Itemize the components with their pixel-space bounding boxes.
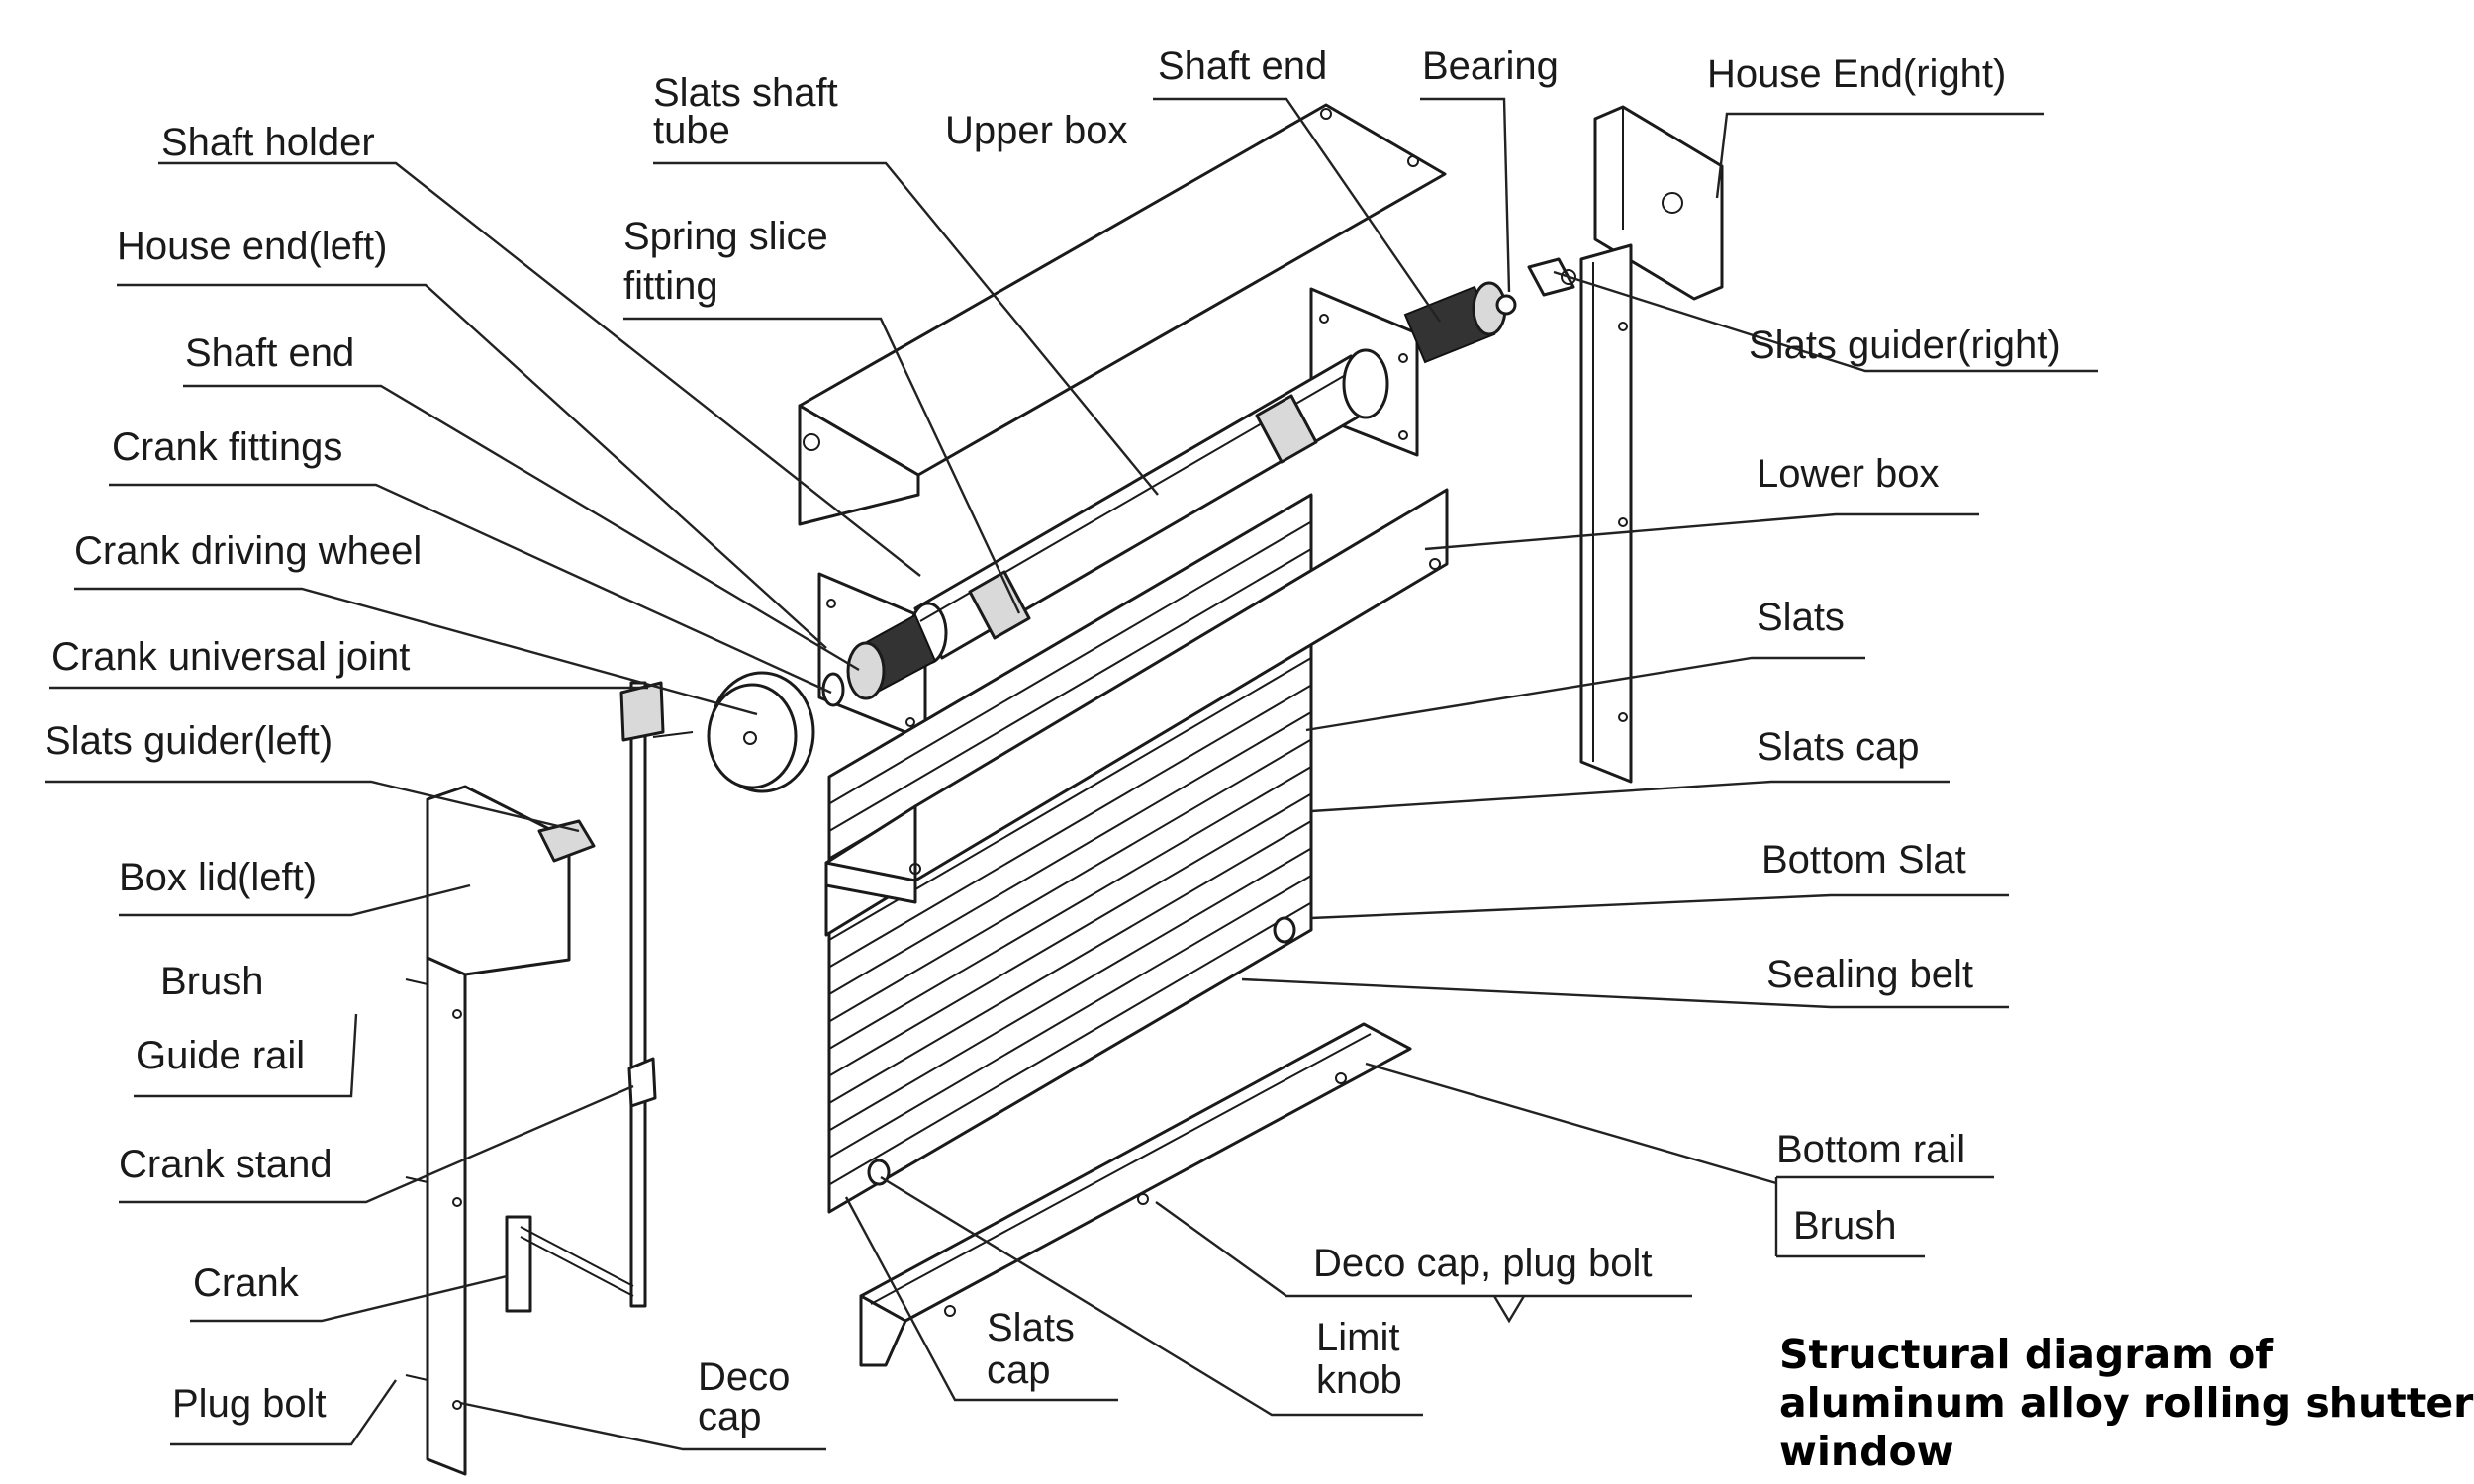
label-crank-driving-wheel: Crank driving wheel <box>74 529 422 573</box>
slat-line <box>828 847 1312 1132</box>
crank-assembly-part <box>505 681 665 1313</box>
label-brush-right: Brush <box>1793 1204 1897 1248</box>
label-bottom-rail: Bottom rail <box>1776 1128 1965 1171</box>
slat-line <box>828 548 1312 832</box>
label-house-end-right: House End(right) <box>1707 52 2006 96</box>
label-bottom-slat: Bottom Slat <box>1761 838 1966 881</box>
exploded-view-drawing <box>405 103 1724 1476</box>
label-slats-cap-bottom-line2: cap <box>987 1348 1051 1392</box>
labels: Shaft holder House end(left) Shaft end C… <box>45 45 2061 1438</box>
label-spring-slice-fitting-line1: Spring slice <box>623 215 828 258</box>
label-deco-cap-line2: cap <box>698 1395 762 1438</box>
guide-rail-left-part <box>405 956 467 1476</box>
slat-line <box>828 711 1312 995</box>
leader-lines <box>45 97 2098 1451</box>
label-limit-knob-line1: Limit <box>1316 1316 1399 1359</box>
slat-line <box>828 738 1312 1023</box>
label-shaft-end-right: Shaft end <box>1158 45 1327 88</box>
slat-line <box>828 520 1312 805</box>
title-line-3: window <box>1779 1428 1954 1475</box>
slat-line <box>828 684 1312 969</box>
label-deco-cap-plug-bolt: Deco cap, plug bolt <box>1313 1242 1652 1285</box>
label-house-end-left: House end(left) <box>117 225 387 268</box>
slats-shaft-tube-part <box>908 348 1389 665</box>
shaft-end-left-part <box>821 613 937 707</box>
label-lower-box: Lower box <box>1757 452 1940 496</box>
label-crank-stand: Crank stand <box>119 1143 333 1186</box>
label-upper-box: Upper box <box>945 109 1128 152</box>
label-deco-cap-line1: Deco <box>698 1355 790 1399</box>
label-guide-rail: Guide rail <box>136 1034 305 1077</box>
slat-line <box>828 901 1312 1186</box>
label-slats-guider-right: Slats guider(right) <box>1749 324 2061 367</box>
label-slats-shaft-tube-line2: tube <box>653 109 730 152</box>
slat-line <box>828 766 1312 1050</box>
label-limit-knob-line2: knob <box>1316 1358 1402 1402</box>
label-slats: Slats <box>1757 596 1845 639</box>
label-shaft-end-left: Shaft end <box>185 331 354 375</box>
label-bearing: Bearing <box>1422 45 1559 88</box>
label-slats-cap-right: Slats cap <box>1757 725 1920 769</box>
diagram-title: Structural diagram of aluminum alloy rol… <box>1779 1331 2474 1475</box>
slats-guider-right-part <box>1527 257 1576 297</box>
crank-driving-wheel-part <box>652 671 815 793</box>
lower-box-part <box>824 488 1449 937</box>
title-line-2: aluminum alloy rolling shutter <box>1779 1379 2474 1427</box>
box-lid-left-part <box>426 785 596 976</box>
label-sealing-belt: Sealing belt <box>1766 953 1973 996</box>
bottom-rail-part <box>859 1022 1412 1367</box>
guide-rail-right-part <box>1579 243 1633 784</box>
label-slats-shaft-tube-line1: Slats shaft <box>653 71 838 115</box>
label-crank: Crank <box>193 1261 300 1305</box>
label-spring-slice-fitting-line2: fitting <box>623 264 718 308</box>
label-box-lid-left: Box lid(left) <box>119 856 317 899</box>
label-slats-cap-bottom-line1: Slats <box>987 1306 1075 1349</box>
label-brush-left: Brush <box>160 960 264 1003</box>
label-shaft-holder: Shaft holder <box>161 121 375 164</box>
shaft-end-right-part <box>1403 281 1517 364</box>
label-plug-bolt: Plug bolt <box>172 1382 327 1426</box>
label-slats-guider-left: Slats guider(left) <box>45 719 333 763</box>
title-line-1: Structural diagram of <box>1779 1331 2274 1378</box>
label-crank-universal-joint: Crank universal joint <box>51 635 410 679</box>
slat-line <box>828 820 1312 1104</box>
upper-box-part <box>798 103 1447 526</box>
slat-line <box>828 792 1312 1077</box>
slat-line <box>828 875 1312 1159</box>
label-crank-fittings: Crank fittings <box>112 425 342 469</box>
